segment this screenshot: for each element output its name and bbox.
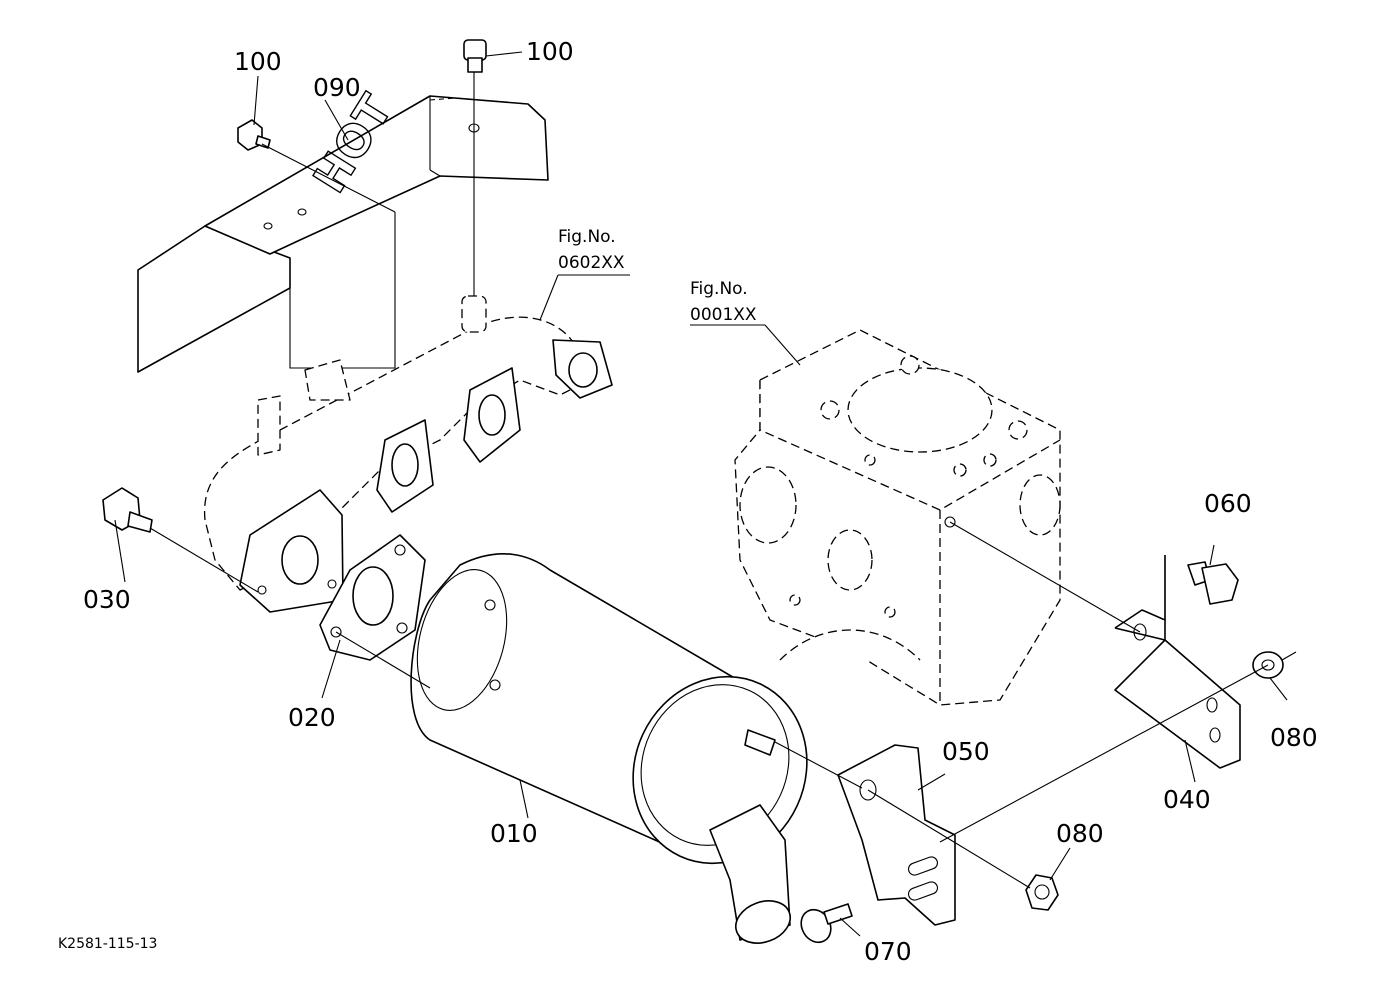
callout-100-top: 100	[526, 37, 574, 66]
bolt-030	[102, 487, 153, 533]
callout-080-bottom: 080	[1056, 819, 1104, 848]
callout-020: 020	[288, 703, 336, 732]
figref-0001-line2: 0001XX	[690, 305, 757, 325]
callout-060: 060	[1204, 489, 1252, 518]
callout-050: 050	[942, 737, 990, 766]
muffler	[410, 553, 808, 944]
assembly-lines	[114, 51, 1297, 937]
figref-0001-line1: Fig.No.	[690, 279, 748, 299]
bolt-100-top	[463, 39, 487, 73]
heat-shield: HOT	[137, 86, 549, 373]
callout-090: 090	[313, 73, 361, 102]
gasket	[319, 534, 426, 661]
engine-block-ghost	[734, 329, 1061, 706]
bolt-070	[800, 903, 853, 944]
bolt-060	[1187, 561, 1239, 605]
callout-080-right: 080	[1270, 723, 1318, 752]
callout-030: 030	[83, 585, 131, 614]
callout-040: 040	[1163, 785, 1211, 814]
figref-0602-line1: Fig.No.	[558, 227, 616, 247]
diagram-code: K2581-115-13	[58, 936, 157, 952]
callout-100-left: 100	[234, 47, 282, 76]
nut-080-bottom	[1025, 874, 1059, 911]
figref-0602-line2: 0602XX	[558, 253, 625, 273]
callout-010: 010	[490, 819, 538, 848]
callout-070: 070	[864, 937, 912, 966]
bracket-050	[837, 744, 956, 926]
exhaust-manifold-ghost	[204, 295, 613, 613]
bolt-100-left	[237, 119, 271, 151]
